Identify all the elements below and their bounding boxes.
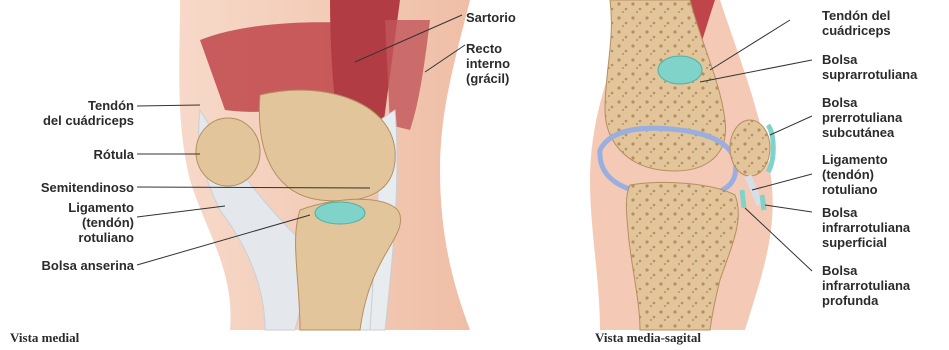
label-tendon-cuadriceps-sagital: Tendón del cuádriceps — [822, 8, 891, 38]
label-ligamento-sagital: Ligamento (tendón) rotuliano — [822, 152, 888, 197]
caption-vista-medial: Vista medial — [10, 330, 79, 346]
anserine-bursa — [315, 202, 365, 224]
label-tendon-cuadriceps-medial: Tendón del cuádriceps — [43, 98, 134, 128]
label-bolsa-infra-superficial: Bolsa infrarrotuliana superficial — [822, 205, 910, 250]
label-semitendinoso: Semitendinoso — [41, 180, 134, 195]
caption-vista-media-sagital: Vista media-sagital — [595, 330, 701, 346]
patella-sagittal — [730, 120, 770, 176]
label-rotula: Rótula — [94, 147, 134, 162]
label-bolsa-infra-profunda: Bolsa infrarrotuliana profunda — [822, 263, 910, 308]
label-bolsa-suprarrotuliana: Bolsa suprarrotuliana — [822, 52, 917, 82]
medial-view-leg — [179, 0, 470, 330]
patella-medial — [196, 118, 260, 186]
superficial-infrapatellar-bursa — [762, 195, 764, 210]
deep-infrapatellar-bursa — [742, 190, 744, 208]
sagittal-view-knee — [590, 0, 773, 330]
label-sartorio: Sartorio — [466, 10, 516, 25]
label-recto-interno: Recto interno (grácil) — [466, 41, 510, 86]
label-ligamento-medial: Ligamento (tendón) rotuliano — [68, 200, 134, 245]
label-bolsa-anserina: Bolsa anserina — [42, 258, 135, 273]
label-bolsa-prerrotuliana: Bolsa prerrotuliana subcutánea — [822, 95, 902, 140]
suprapatellar-bursa — [658, 56, 702, 84]
